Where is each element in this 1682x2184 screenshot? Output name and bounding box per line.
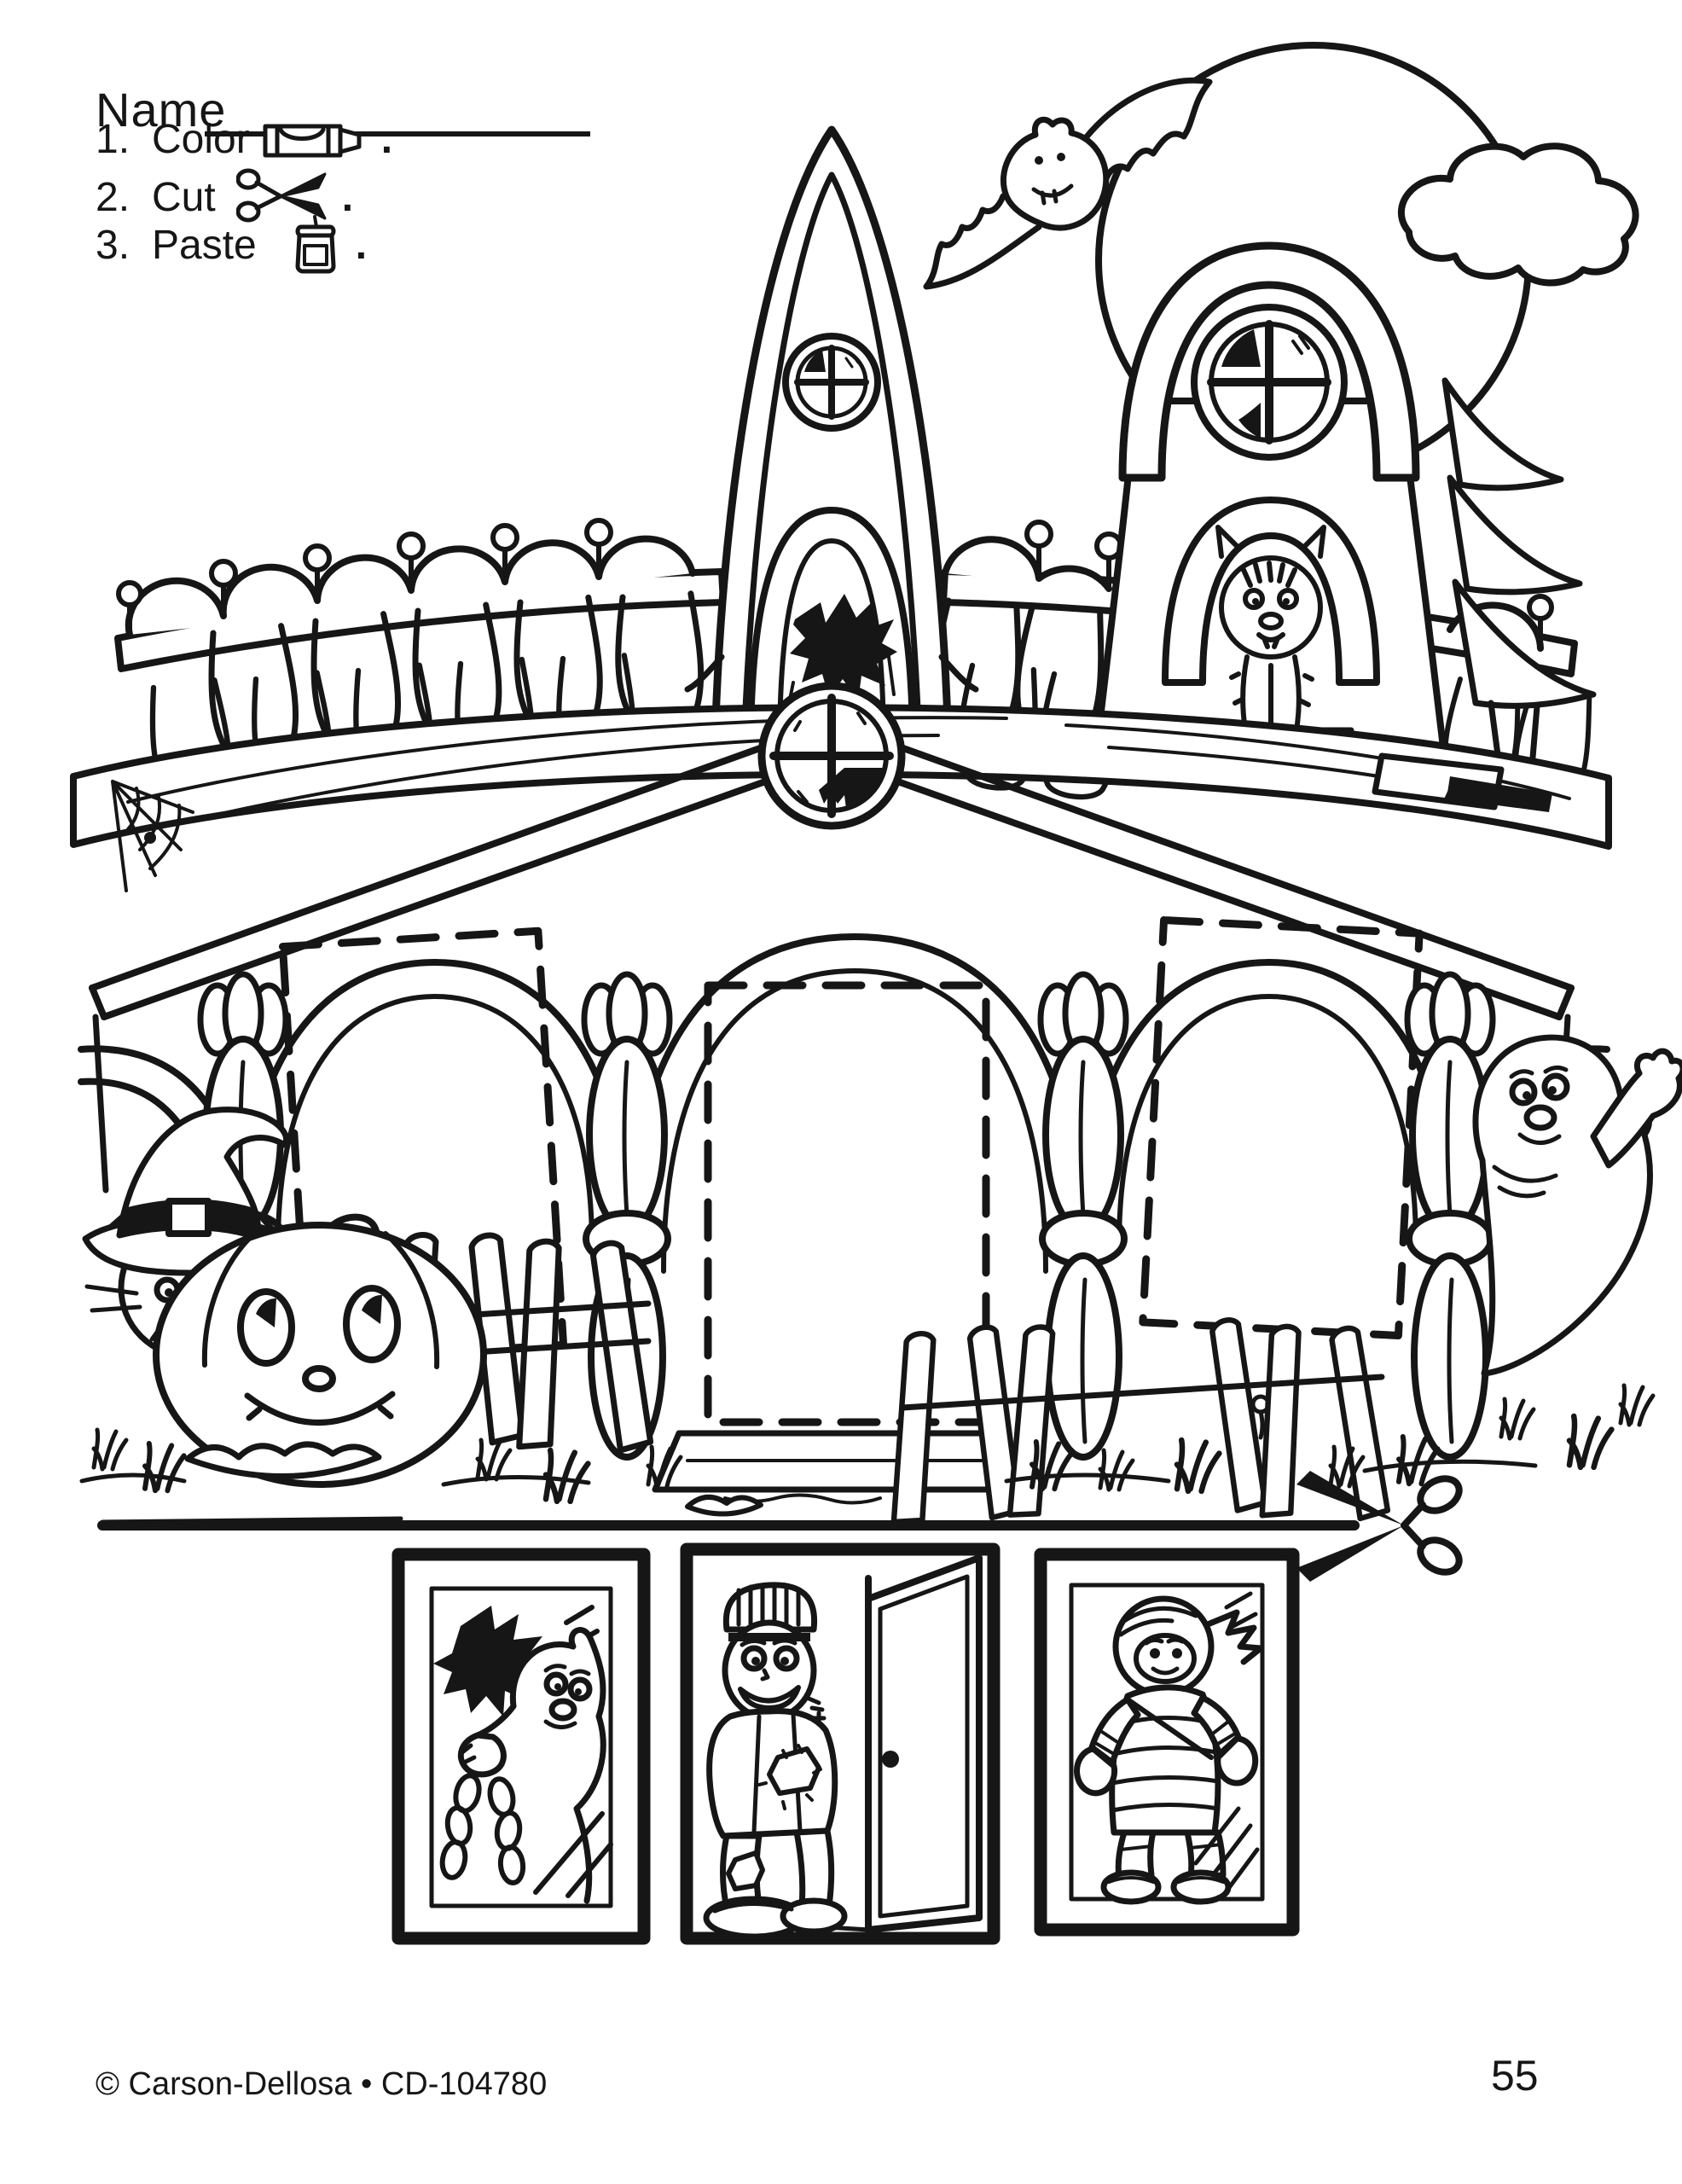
scissors-icon xyxy=(1296,1471,1463,1582)
tower-cap-arch xyxy=(1118,241,1420,482)
sentence-period: . xyxy=(380,117,393,162)
cutout-box-mummy xyxy=(1034,1548,1300,1937)
waving-ghost xyxy=(1472,1034,1682,1377)
name-blank-line xyxy=(205,131,590,136)
smiling-pumpkin xyxy=(153,1213,487,1488)
instruction-number: 3. xyxy=(96,222,130,268)
instruction-number: 2. xyxy=(96,174,130,220)
steeple-round-window xyxy=(782,333,881,432)
cut-line xyxy=(97,1471,1463,1582)
drooping-tree xyxy=(1441,377,1597,771)
picket-fence-right xyxy=(888,1318,1389,1525)
copyright-text: © Carson-Dellosa • CD-104780 xyxy=(96,2066,548,2102)
cutout-frankenstein xyxy=(703,1582,848,1940)
instruction-color: 1. Color . xyxy=(96,116,392,163)
paste-areas xyxy=(278,915,1424,1426)
cutout-ghost xyxy=(457,1627,606,1904)
tower xyxy=(1093,241,1447,759)
porch-step xyxy=(652,1430,1018,1505)
scissors-icon xyxy=(235,168,327,223)
bat-icon xyxy=(923,77,1213,290)
instruction-number: 1. xyxy=(96,117,130,162)
paste-area-center xyxy=(704,981,990,1426)
glue-jar-icon xyxy=(295,215,336,274)
sentence-period: . xyxy=(341,174,354,220)
instruction-label: Color xyxy=(152,117,250,162)
cloud xyxy=(1397,142,1639,287)
instruction-paste: 3. Paste . xyxy=(96,215,367,275)
cutout-mummy xyxy=(1074,1595,1264,1905)
spider-web-icon xyxy=(111,780,194,892)
tower-round-window xyxy=(1191,304,1348,461)
cutout-box-frankenstein xyxy=(680,1542,1000,1945)
page-number: 55 xyxy=(1491,2052,1539,2100)
cutout-box-ghost xyxy=(392,1548,651,1945)
paste-area-right xyxy=(1139,915,1424,1340)
open-door xyxy=(782,1554,983,1933)
roof-fascia xyxy=(70,704,1612,850)
cracked-board xyxy=(1372,752,1552,812)
grass-tufts xyxy=(79,1385,1653,1517)
crayon-icon xyxy=(263,124,362,157)
attic-round-window xyxy=(757,682,906,830)
corner-hatching xyxy=(1193,1806,1260,1891)
corner-hatching xyxy=(533,1811,613,1898)
chain xyxy=(439,1773,526,1885)
instruction-label: Cut xyxy=(152,174,216,220)
dirt-clump xyxy=(685,1495,763,1517)
steeple xyxy=(684,125,979,775)
instruction-label: Paste xyxy=(152,222,257,268)
name-label: Name xyxy=(96,83,227,136)
sentence-period: . xyxy=(355,222,368,268)
instruction-cut: 2. Cut . xyxy=(96,167,353,227)
